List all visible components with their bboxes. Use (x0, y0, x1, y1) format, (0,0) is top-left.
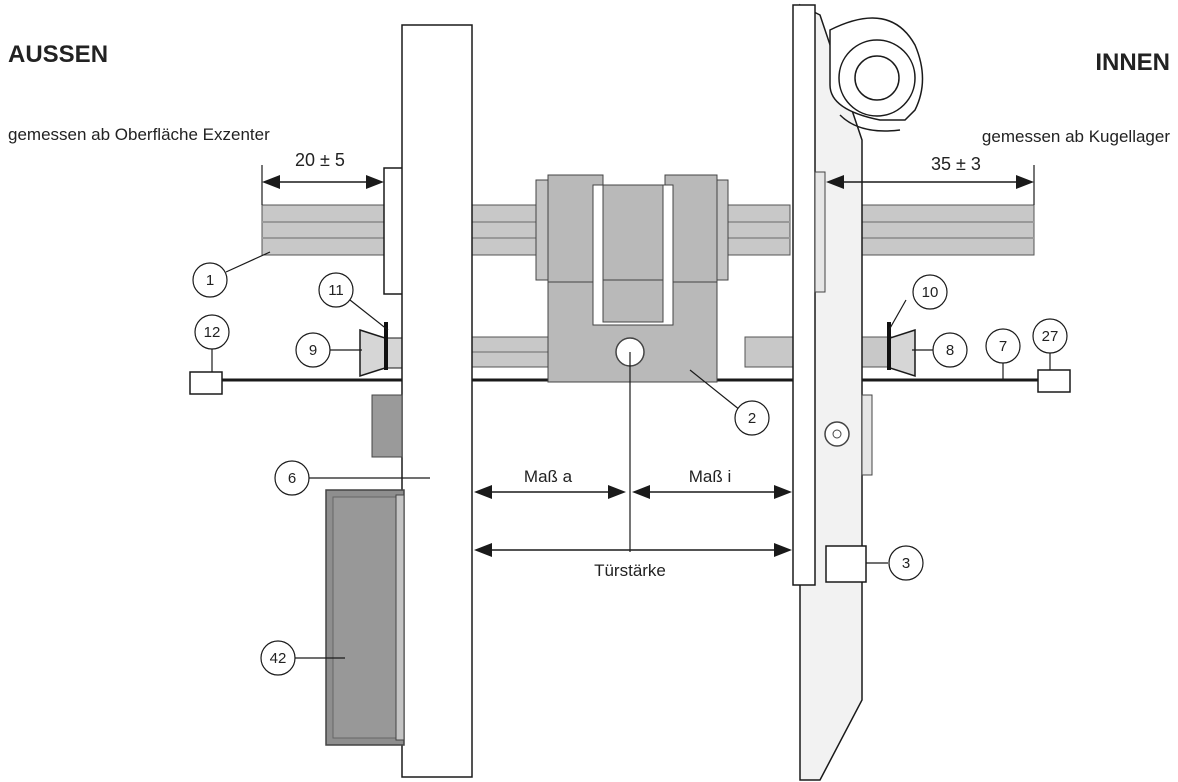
svg-text:12: 12 (204, 324, 221, 341)
callout-2: 2 (734, 400, 770, 436)
svg-text:27: 27 (1042, 328, 1059, 345)
svg-text:10: 10 (922, 284, 939, 301)
spindle-rod-right (861, 204, 1035, 256)
dim-mass-i (632, 485, 792, 499)
callout-27: 27 (1032, 318, 1068, 354)
spindle-rod-left (261, 204, 403, 256)
callout-6: 6 (274, 460, 310, 496)
callout-1: 1 (192, 262, 228, 298)
dim-outside (261, 165, 384, 205)
dim-outside-value: 20 ± 5 (295, 150, 345, 170)
svg-text:11: 11 (328, 282, 344, 299)
svg-text:8: 8 (946, 342, 954, 359)
outer-door-leaf (401, 24, 473, 778)
callout-3: 3 (888, 545, 924, 581)
svg-text:7: 7 (999, 338, 1007, 355)
callout-12: 12 (194, 314, 230, 350)
screw-head-9 (359, 322, 406, 378)
svg-text:6: 6 (288, 470, 296, 487)
svg-text:1: 1 (206, 272, 214, 289)
lock-body (535, 174, 729, 383)
svg-text:3: 3 (902, 555, 910, 572)
callout-11: 11 (318, 272, 354, 308)
part-6-block (371, 394, 403, 458)
note-outside-measure: gemessen ab Oberfläche Exzenter (8, 125, 270, 144)
svg-text:2: 2 (748, 410, 756, 427)
dim-mass-i-label: Maß i (689, 467, 732, 486)
bolt-cap-right (1037, 369, 1071, 393)
pin-left (469, 336, 551, 368)
label-inside: INNEN (1095, 49, 1170, 76)
note-inside-measure: gemessen ab Kugellager (982, 127, 1170, 146)
dim-inside-value: 35 ± 3 (931, 154, 981, 174)
callout-7: 7 (985, 328, 1021, 364)
ball-bearing (829, 17, 924, 132)
svg-text:9: 9 (309, 342, 317, 359)
leader-lines (211, 251, 1051, 659)
inner-door-panel (792, 3, 873, 781)
callout-42: 42 (260, 640, 296, 676)
dim-mass-a-label: Maß a (524, 467, 573, 486)
part-42-cylinder (325, 489, 405, 746)
label-outside: AUSSEN (8, 41, 108, 68)
eccentric-plate (383, 167, 405, 295)
bolt-cap-left (189, 371, 223, 395)
callout-8: 8 (932, 332, 968, 368)
dim-mass-a (474, 485, 626, 499)
dim-door-thickness (474, 543, 792, 557)
dim-door-thickness-label: Türstärke (594, 561, 666, 580)
callout-9: 9 (295, 332, 331, 368)
callout-10: 10 (912, 274, 948, 310)
dim-inside (826, 165, 1035, 205)
screw-head-8 (887, 322, 916, 378)
svg-text:42: 42 (270, 650, 287, 667)
